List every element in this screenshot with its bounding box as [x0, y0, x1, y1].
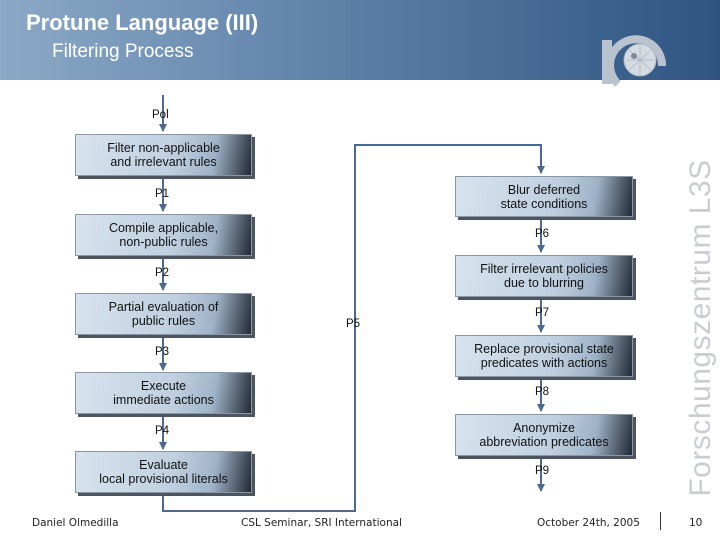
flow-label-p7: P7	[535, 307, 550, 319]
flow-label-p1: P1	[155, 188, 170, 200]
flow-label-pol: Pol	[152, 109, 169, 121]
flow-label-p9: P9	[535, 465, 550, 477]
flow-label-p2: P2	[155, 267, 170, 279]
flow-step-compile-rules: Compile applicable, non-public rules	[75, 214, 252, 256]
flow-label-p8: P8	[535, 386, 550, 398]
flow-step-replace-predicates: Replace provisional state predicates wit…	[455, 335, 633, 377]
l3s-logo-icon	[602, 35, 667, 87]
side-text: Forschungszentrum L3S	[684, 159, 717, 497]
flow-step-text: Execute immediate actions	[113, 379, 214, 407]
flow-step-text: Compile applicable, non-public rules	[108, 221, 219, 249]
flow-step-text: Blur deferred state conditions	[500, 182, 588, 211]
page-number: 10	[689, 517, 703, 529]
footer-date: October 24th, 2005	[537, 517, 640, 529]
flow-label-p4: P4	[155, 425, 170, 437]
slide-title: Protune Language (III)	[26, 10, 259, 35]
flow-label-p3: P3	[155, 346, 170, 358]
flow-step-execute-actions: Execute immediate actions	[75, 372, 252, 414]
flow-step-text: Anonymize abbreviation predicates	[479, 421, 609, 449]
flow-step-text: Partial evaluation of public rules	[108, 300, 219, 328]
flow-step-text: Replace provisional state predicates wit…	[474, 342, 614, 370]
flow-step-blur-conditions: Blur deferred state conditions	[455, 176, 633, 217]
flow-label-p5: P5	[346, 318, 361, 330]
slide-subtitle: Filtering Process	[52, 41, 194, 62]
flow-label-p6: P6	[535, 228, 550, 240]
flow-step-partial-evaluation: Partial evaluation of public rules	[75, 293, 252, 335]
flow-step-evaluate-literals: Evaluate local provisional literals	[75, 451, 252, 493]
footer-separator	[660, 512, 661, 530]
flow-step-filter-policies: Filter irrelevant policies due to blurri…	[455, 255, 633, 297]
flow-step-text: Evaluate local provisional literals	[99, 458, 228, 486]
footer-author: Daniel Olmedilla	[32, 517, 119, 529]
flow-step-text: Filter non-applicable and irrelevant rul…	[107, 141, 220, 169]
footer-event: CSL Seminar, SRI International	[241, 517, 402, 529]
flow-step-anonymize-predicates: Anonymize abbreviation predicates	[455, 414, 633, 456]
slide-header: Protune Language (III) Filtering Process	[0, 0, 720, 80]
flow-step-filter-rules: Filter non-applicable and irrelevant rul…	[75, 134, 252, 176]
flow-step-text: Filter irrelevant policies due to blurri…	[480, 262, 608, 290]
